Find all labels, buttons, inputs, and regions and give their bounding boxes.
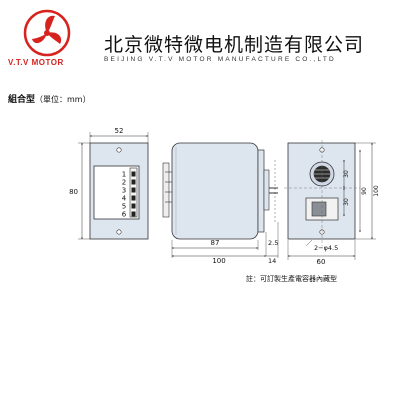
side-dim-100: 100	[212, 257, 225, 265]
terminal-number: 1	[122, 171, 126, 179]
mount-hole-top	[116, 147, 122, 153]
front-height-label: 80	[69, 188, 78, 196]
brand-logo	[8, 8, 92, 72]
right-dim-90: 90	[361, 187, 368, 195]
section-title-text: 組合型	[8, 95, 36, 105]
terminal-number: 4	[122, 195, 127, 203]
side-dim-2-5: 2.5	[268, 239, 278, 247]
terminal-screw-icon	[131, 171, 136, 177]
terminal-screw-icon	[131, 195, 136, 201]
right-dim-100: 100	[373, 185, 380, 197]
motor-housing	[171, 142, 259, 240]
terminal-screw-icon	[131, 211, 136, 217]
company-name-cn: 北京微特微电机制造有限公司	[104, 34, 365, 56]
terminal-number: 2	[122, 179, 126, 187]
terminal-number: 5	[122, 203, 126, 211]
brand-name: V.T.V MOTOR	[8, 58, 64, 67]
right-width-label: 60	[317, 258, 326, 266]
terminal-screw-icon	[131, 179, 136, 185]
company-name-en: BEIJING V.T.V MOTOR MANUFACTURE CO.,LTD	[104, 56, 336, 63]
terminal-number: 3	[122, 187, 126, 195]
gear-neck	[263, 169, 270, 211]
fan-logo-icon	[23, 9, 71, 57]
terminal-block-side	[162, 162, 170, 218]
side-view: 87 2.5 100 14	[162, 142, 278, 265]
right-dim-30-top: 30	[343, 170, 350, 178]
terminal-screw-icon	[131, 187, 136, 193]
right-dim-30-bottom: 30	[343, 198, 350, 206]
front-width-label: 52	[115, 127, 124, 135]
flange	[257, 149, 265, 233]
section-title: 組合型（單位：mm）	[8, 92, 91, 105]
right-hole-label: 2−φ4.5	[314, 244, 338, 252]
side-dim-87: 87	[211, 239, 220, 247]
mount-hole-bottom	[116, 229, 122, 235]
side-dim-14: 14	[268, 257, 276, 265]
gear-face-panel	[287, 142, 356, 240]
right-view: 30 30 90 100 2−φ4.5 60	[284, 140, 380, 266]
terminal-number: 6	[122, 211, 127, 219]
section-unit: （單位：mm）	[35, 95, 91, 104]
terminal-screw-icon	[131, 203, 136, 209]
capacitor-note: 註：可訂製生產電容器內藏型	[246, 275, 337, 283]
